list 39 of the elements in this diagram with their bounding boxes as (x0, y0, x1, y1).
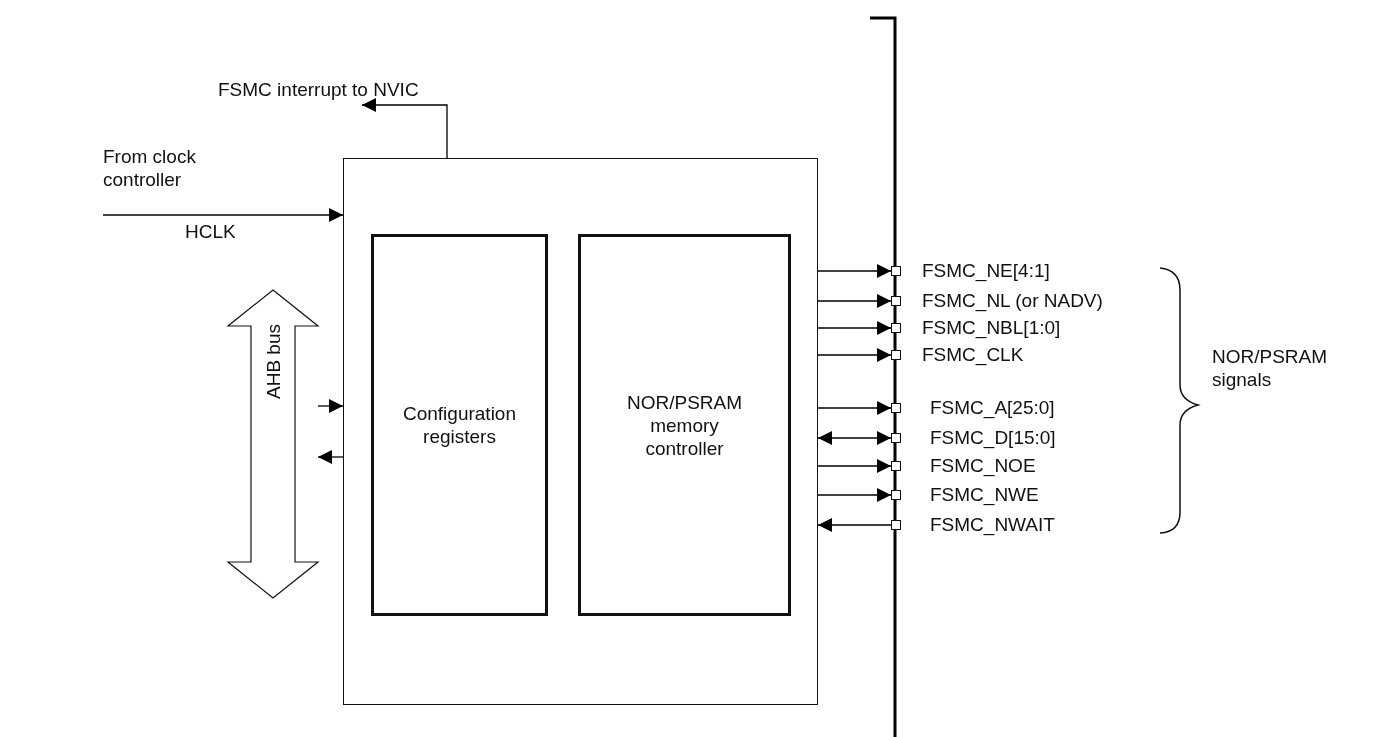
text-label: From clock controller (103, 145, 253, 215)
arrow (817, 348, 892, 362)
pin-square (891, 323, 901, 333)
arrow (317, 450, 344, 464)
signal-name: FSMC_A[25:0] (930, 396, 1055, 419)
arrow (817, 459, 892, 473)
controller-block: NOR/PSRAM memory controller (578, 234, 791, 616)
signal-name: FSMC_NWAIT (930, 513, 1055, 536)
bus-arrow: AHB bus (228, 290, 318, 598)
pin-square (891, 520, 901, 530)
pin-square (891, 350, 901, 360)
signal-name: FSMC_NOE (930, 454, 1036, 477)
controller-block: Configuration registers (371, 234, 548, 616)
arrow (817, 264, 892, 278)
signal-name: FSMC_CLK (922, 343, 1024, 366)
arrow (102, 208, 344, 222)
signal-name: FSMC_D[15:0] (930, 426, 1056, 449)
text-label: FSMC interrupt to NVIC (218, 78, 468, 105)
arrow (317, 399, 344, 413)
arrow (817, 488, 892, 502)
arrow (361, 98, 448, 159)
edge-label: HCLK (185, 220, 236, 243)
pin-square (891, 266, 901, 276)
signal-name: FSMC_NBL[1:0] (922, 316, 1061, 339)
arrow (817, 321, 892, 335)
signal-name: FSMC_NE[4:1] (922, 259, 1050, 282)
pin-square (891, 433, 901, 443)
signal-name: FSMC_NL (or NADV) (922, 289, 1103, 312)
signal-name: FSMC_NWE (930, 483, 1039, 506)
arrow (817, 518, 892, 532)
arrow (817, 294, 892, 308)
pin-square (891, 490, 901, 500)
pin-square (891, 296, 901, 306)
fsmc-block (343, 158, 818, 705)
arrow (817, 431, 892, 445)
pin-square (891, 461, 901, 471)
group-label: NOR/PSRAM signals (1212, 345, 1329, 391)
arrow (817, 401, 892, 415)
pin-square (891, 403, 901, 413)
